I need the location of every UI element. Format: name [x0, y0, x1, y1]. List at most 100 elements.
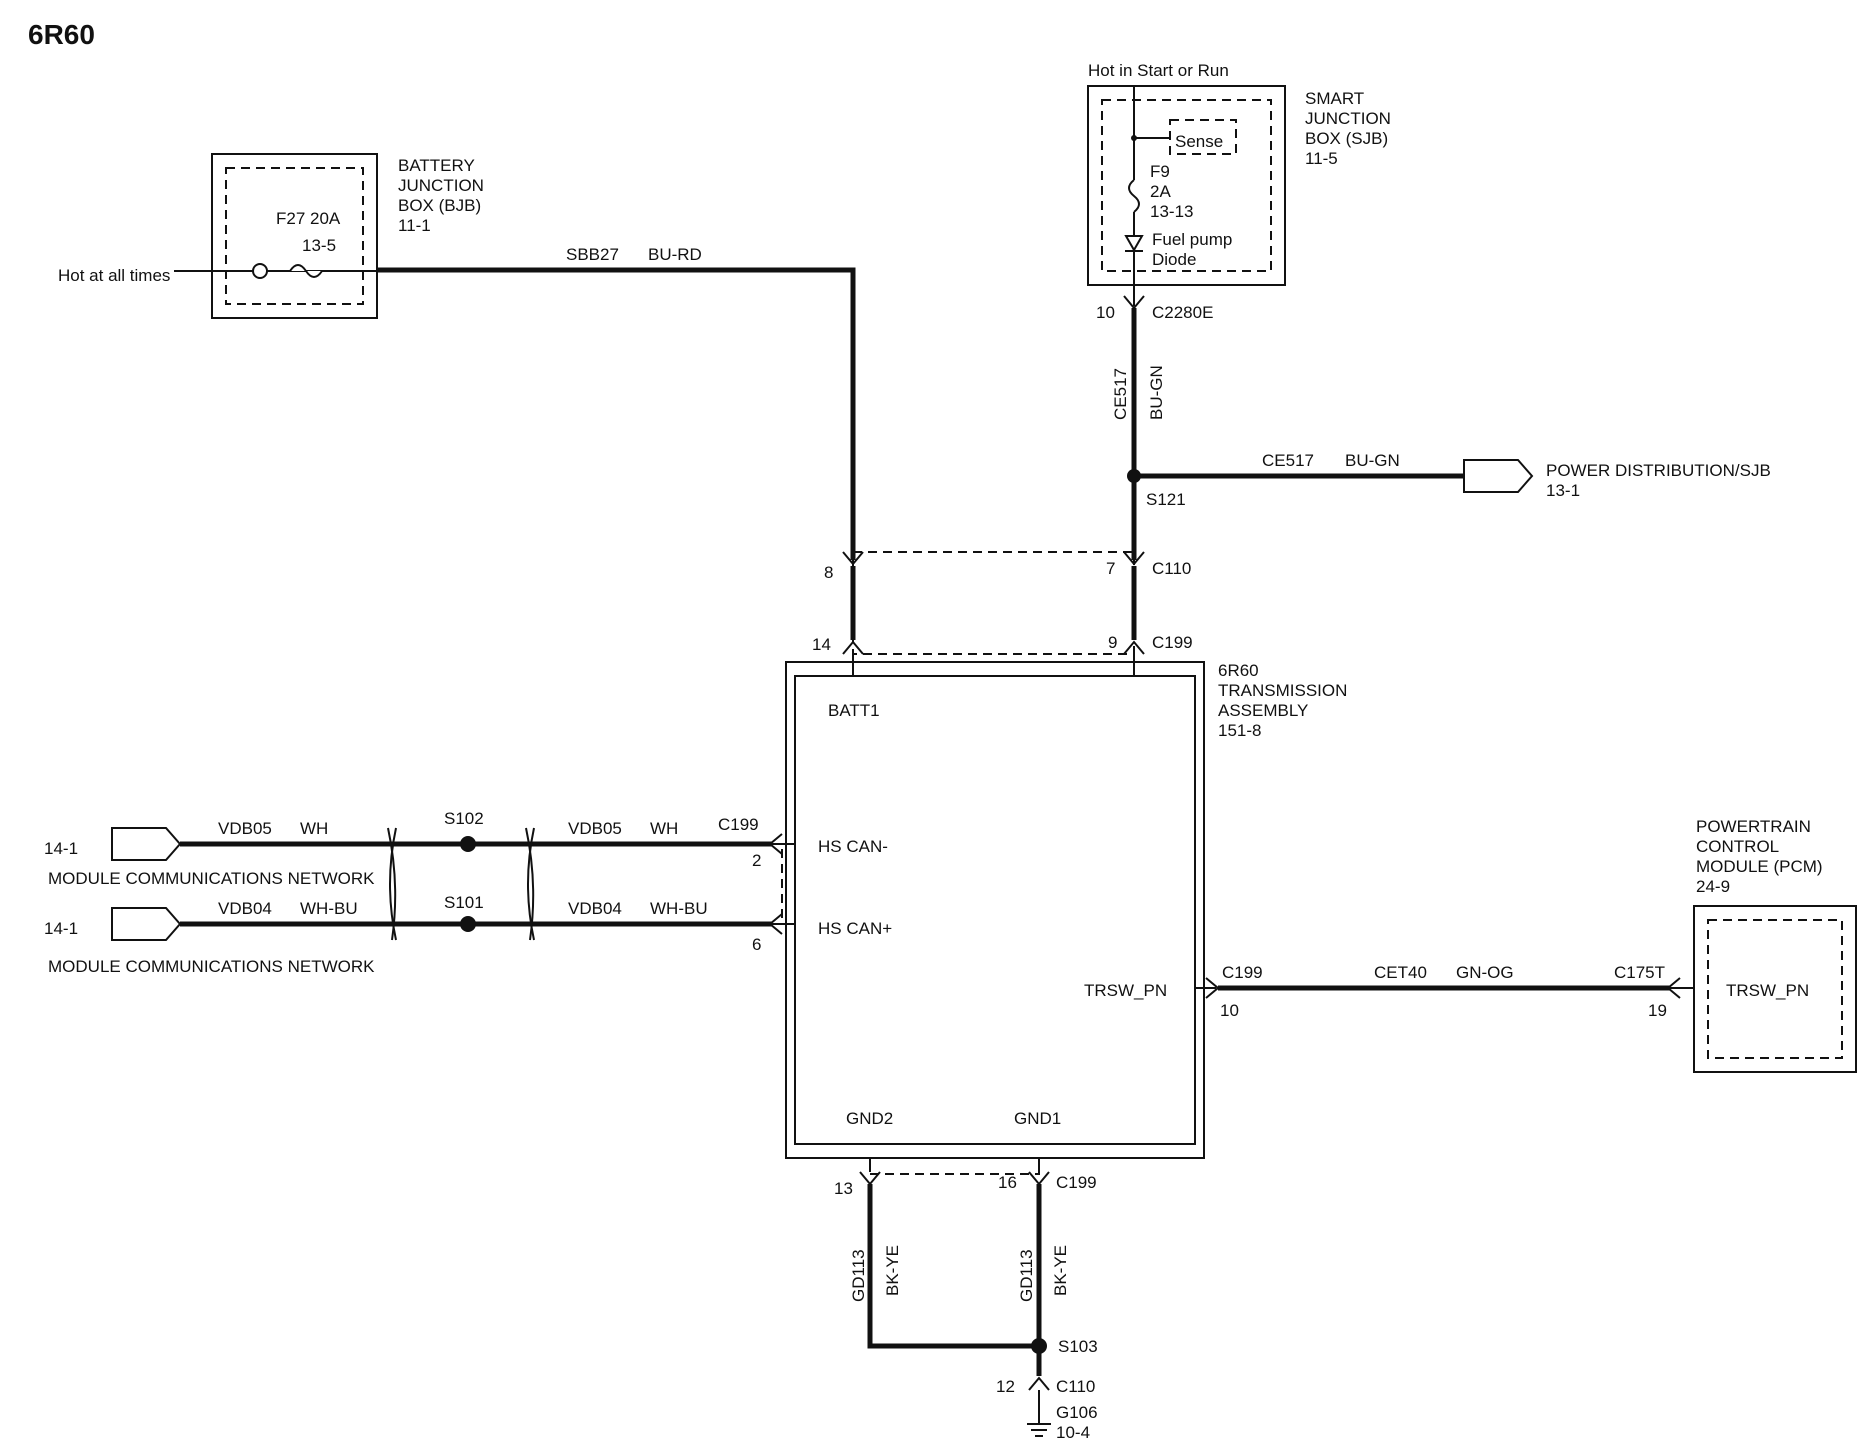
wire-branch-color: BU-GN: [1345, 451, 1400, 470]
sjb-fuse-name: F9: [1150, 162, 1170, 181]
page-title: 6R60: [28, 19, 95, 50]
ground-label: G106: [1056, 1403, 1098, 1422]
transmission-name-4: 151-8: [1218, 721, 1261, 740]
powertrain-control-module[interactable]: TRSW_PN: [1693, 905, 1857, 1073]
c199-can-minus-icon: [768, 833, 783, 855]
pcm-pin-trsw-pn: TRSW_PN: [1726, 981, 1809, 1000]
network-arrow-1-icon[interactable]: [111, 827, 182, 861]
fuse-f27-icon: [289, 264, 323, 278]
c110-right-icon: [1123, 551, 1145, 566]
c199-trsw-pin: 10: [1220, 1001, 1239, 1020]
c199-can-plus-icon: [768, 913, 783, 935]
sjb-name-2: JUNCTION: [1305, 109, 1391, 128]
wire-gd113-left-color: BK-YE: [883, 1245, 902, 1296]
connector-c110: [842, 551, 1145, 655]
bjb-name-3: BOX (BJB): [398, 196, 481, 215]
c2280e-label: C2280E: [1152, 303, 1213, 322]
sjb-name-4: 11-5: [1305, 149, 1338, 168]
wire-ce517-color: BU-GN: [1147, 365, 1166, 420]
c110-label: C110: [1152, 559, 1191, 578]
sjb-diode-line-2: Diode: [1152, 250, 1196, 269]
c2280e-pin: 10: [1096, 303, 1115, 322]
pin-trsw-pn: TRSW_PN: [1084, 981, 1167, 1000]
power-distribution-arrow-icon[interactable]: [1463, 459, 1534, 493]
c199-trsw-label: C199: [1222, 963, 1263, 982]
bjb-fuse-ref: 13-5: [302, 236, 336, 255]
wire-sbb27-color: BU-RD: [648, 245, 702, 264]
wire-vdb05-circuit-2: VDB05: [568, 819, 622, 838]
c110-pin-left: 8: [824, 563, 833, 582]
pin-gnd1: GND1: [1014, 1109, 1061, 1128]
pcm-name-1: POWERTRAIN: [1696, 817, 1811, 836]
sjb-diode-line-1: Fuel pump: [1152, 230, 1232, 249]
transmission-name-3: ASSEMBLY: [1218, 701, 1308, 720]
network-1-ref: 14-1: [44, 839, 78, 858]
sjb-name-1: SMART: [1305, 89, 1364, 108]
wire-gd113-left-circuit: GD113: [849, 1249, 868, 1302]
c199-label: C199: [1152, 633, 1193, 652]
transmission-assembly[interactable]: BATT1 HS CAN- HS CAN+ TRSW_PN GND2 GND1: [785, 661, 1205, 1159]
pcm-name-4: 24-9: [1696, 877, 1730, 896]
wire-vdb04-color-2: WH-BU: [650, 899, 708, 918]
wire-vdb05-circuit-1: VDB05: [218, 819, 272, 838]
c175t-icon: [1666, 977, 1681, 999]
c199-gnd-pin-left: 13: [834, 1179, 853, 1198]
battery-junction-box[interactable]: BATTERY JUNCTION BOX (BJB) 11-1 F27 20A …: [211, 153, 484, 319]
transmission-name-1: 6R60: [1218, 661, 1259, 680]
c110-left-icon: [842, 551, 864, 566]
c199-gnd-label: C199: [1056, 1173, 1097, 1192]
sjb-sense-label: Sense: [1175, 132, 1223, 151]
transmission-name-2: TRANSMISSION: [1218, 681, 1347, 700]
c199-can-label: C199: [718, 815, 759, 834]
c175t-pin: 19: [1648, 1001, 1667, 1020]
bjb-name-4: 11-1: [398, 216, 431, 235]
c199-left-icon: [842, 640, 864, 655]
c175t-label: C175T: [1614, 963, 1665, 982]
wire-vdb04-circuit-2: VDB04: [568, 899, 622, 918]
twisted-pair-icon-1: [387, 827, 397, 941]
c110-gnd-label: C110: [1056, 1377, 1095, 1396]
network-arrow-2-icon[interactable]: [111, 907, 182, 941]
bjb-fuse-label: F27 20A: [276, 209, 341, 228]
smart-junction-box[interactable]: Sense SMART JUNCTION BOX (SJB) 11-5 F9 2…: [1087, 85, 1391, 286]
twisted-pair-icon-2: [525, 827, 535, 941]
wire-gd113-right-color: BK-YE: [1051, 1245, 1070, 1296]
network-2-label: MODULE COMMUNICATIONS NETWORK: [48, 957, 375, 976]
splice-s101: [460, 916, 476, 932]
c110-pin-right: 7: [1106, 559, 1115, 578]
wire-vdb04-color-1: WH-BU: [300, 899, 358, 918]
power-distribution-label: POWER DISTRIBUTION/SJB: [1546, 461, 1771, 480]
can-plus-pin: 6: [752, 935, 761, 954]
wire-gd113-left: [867, 1184, 1039, 1349]
splice-s102-label: S102: [444, 809, 484, 828]
splice-s121-label: S121: [1146, 490, 1186, 509]
wire-sbb27-circuit: SBB27: [566, 245, 619, 264]
splice-s103-label: S103: [1058, 1337, 1098, 1356]
bjb-terminal-icon: [252, 263, 268, 279]
wire-vdb05-color-2: WH: [650, 819, 678, 838]
network-1-label: MODULE COMMUNICATIONS NETWORK: [48, 869, 375, 888]
wire-vdb04-circuit-1: VDB04: [218, 899, 272, 918]
bjb-name-1: BATTERY: [398, 156, 475, 175]
power-distribution-ref: 13-1: [1546, 481, 1580, 500]
ground-symbol-icon: [1027, 1423, 1051, 1437]
sjb-name-3: BOX (SJB): [1305, 129, 1388, 148]
pcm-name-3: MODULE (PCM): [1696, 857, 1823, 876]
ground-ref: 10-4: [1056, 1423, 1090, 1442]
network-2-ref: 14-1: [44, 919, 78, 938]
pin-gnd2: GND2: [846, 1109, 893, 1128]
sjb-fuse-rating: 2A: [1150, 182, 1171, 201]
can-minus-pin: 2: [752, 851, 761, 870]
pin-hs-can-plus: HS CAN+: [818, 919, 892, 938]
pin-hs-can-minus: HS CAN-: [818, 837, 888, 856]
wire-branch-circuit: CE517: [1262, 451, 1314, 470]
bjb-name-2: JUNCTION: [398, 176, 484, 195]
fuse-f9-icon: [1128, 179, 1140, 213]
wire-cet40-circuit: CET40: [1374, 963, 1427, 982]
splice-s101-label: S101: [444, 893, 484, 912]
wire-gd113-right-circuit: GD113: [1017, 1249, 1036, 1302]
wire-cet40-color: GN-OG: [1456, 963, 1514, 982]
pin-batt1: BATT1: [828, 701, 880, 720]
diode-icon: [1124, 235, 1144, 253]
